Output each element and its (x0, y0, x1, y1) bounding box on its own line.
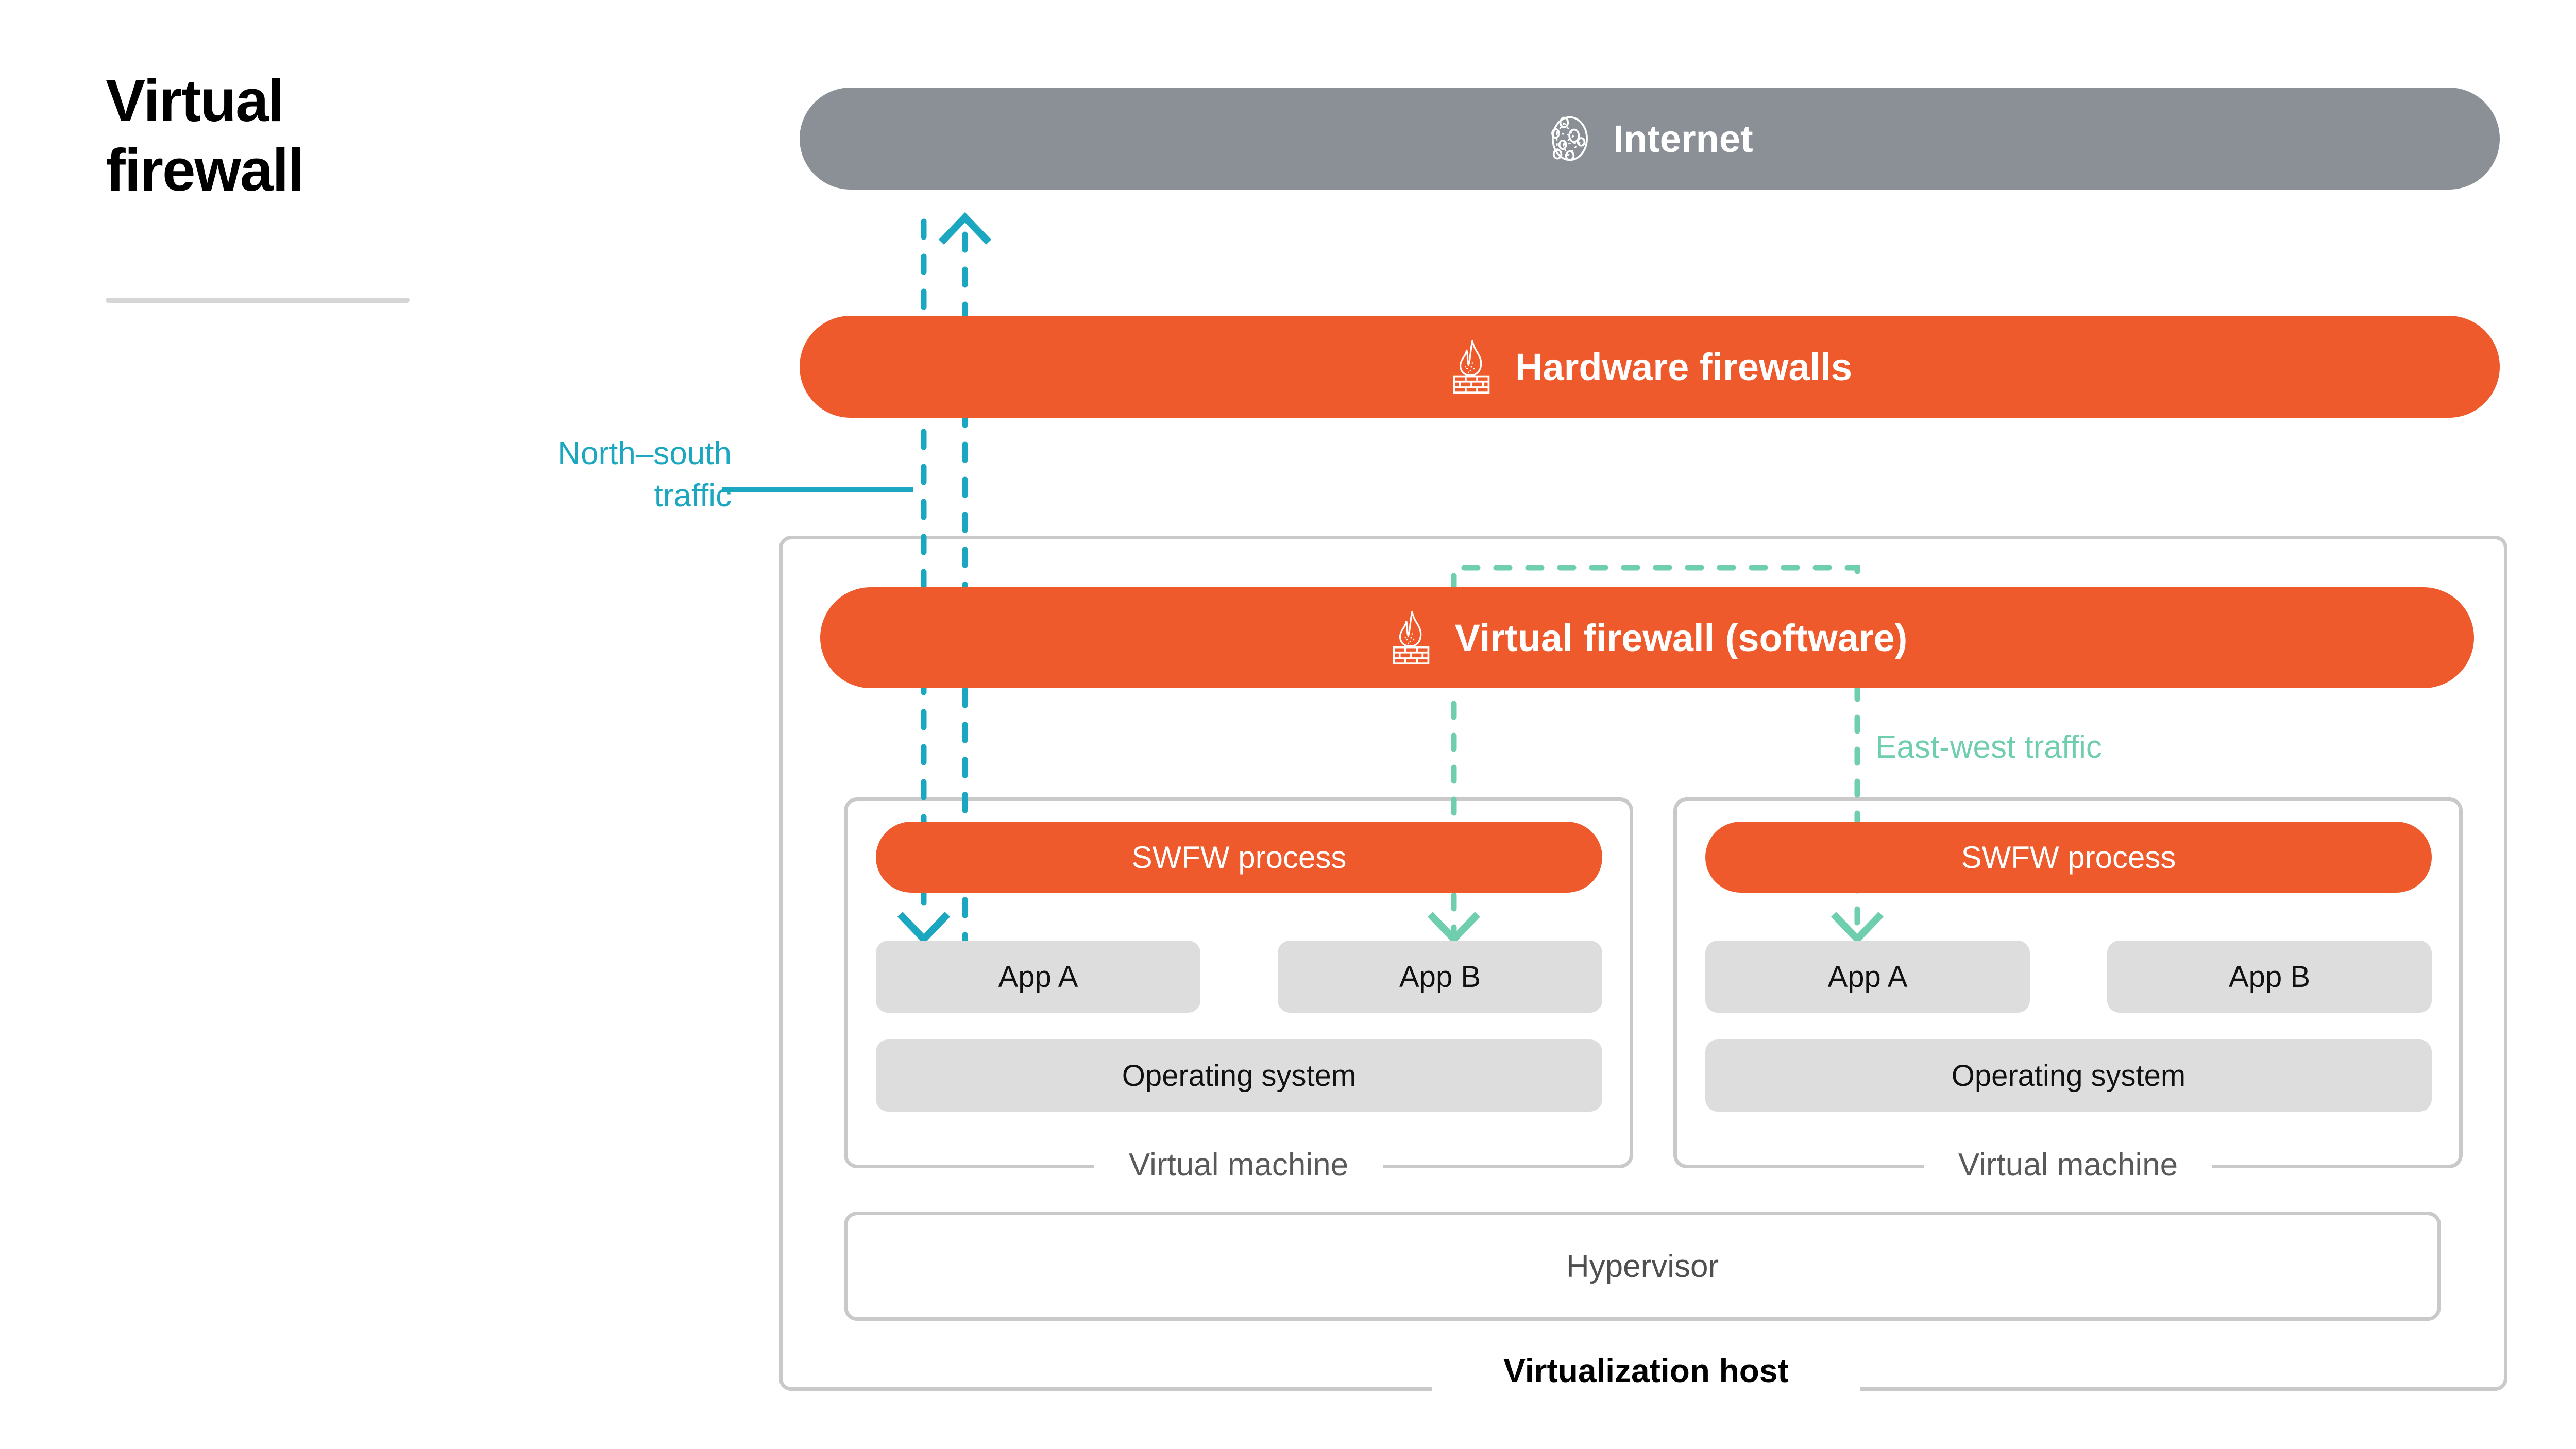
virtual-machine-caption-left: Virtual machine (1094, 1145, 1383, 1185)
hardware-firewalls-label: Hardware firewalls (1515, 345, 1852, 388)
app-b-right[interactable]: App B (2107, 941, 2432, 1013)
virtual-firewall-software-bar[interactable]: Virtual firewall (software) (820, 587, 2474, 688)
north-south-up-arrowhead (938, 212, 992, 245)
operating-system-left[interactable]: Operating system (876, 1039, 1602, 1112)
app-a-right[interactable]: App A (1705, 941, 2030, 1013)
virtualization-host-caption: Virtualization host (1432, 1350, 1860, 1392)
internet-label: Internet (1613, 117, 1753, 160)
virtual-machine-caption-right: Virtual machine (1924, 1145, 2212, 1185)
app-b-left[interactable]: App B (1278, 941, 1602, 1013)
virtual-firewall-label: Virtual firewall (software) (1454, 616, 1908, 659)
firewall-flame-brick-icon (1387, 611, 1435, 664)
app-a-left[interactable]: App A (876, 941, 1200, 1013)
swfw-process-left[interactable]: SWFW process (876, 822, 1602, 893)
east-west-traffic-label: East-west traffic (1875, 729, 2102, 765)
page-title: Virtual firewall (106, 67, 304, 203)
swfw-process-right[interactable]: SWFW process (1705, 822, 2432, 893)
north-south-traffic-label: North–south traffic (557, 436, 732, 514)
network-globe-icon (1546, 115, 1594, 162)
title-divider (106, 298, 410, 303)
firewall-flame-brick-icon (1447, 340, 1496, 394)
operating-system-right[interactable]: Operating system (1705, 1039, 2432, 1112)
internet-bar[interactable]: Internet (800, 88, 2500, 190)
hypervisor-box[interactable]: Hypervisor (844, 1212, 2441, 1321)
hardware-firewalls-bar[interactable]: Hardware firewalls (800, 316, 2500, 418)
